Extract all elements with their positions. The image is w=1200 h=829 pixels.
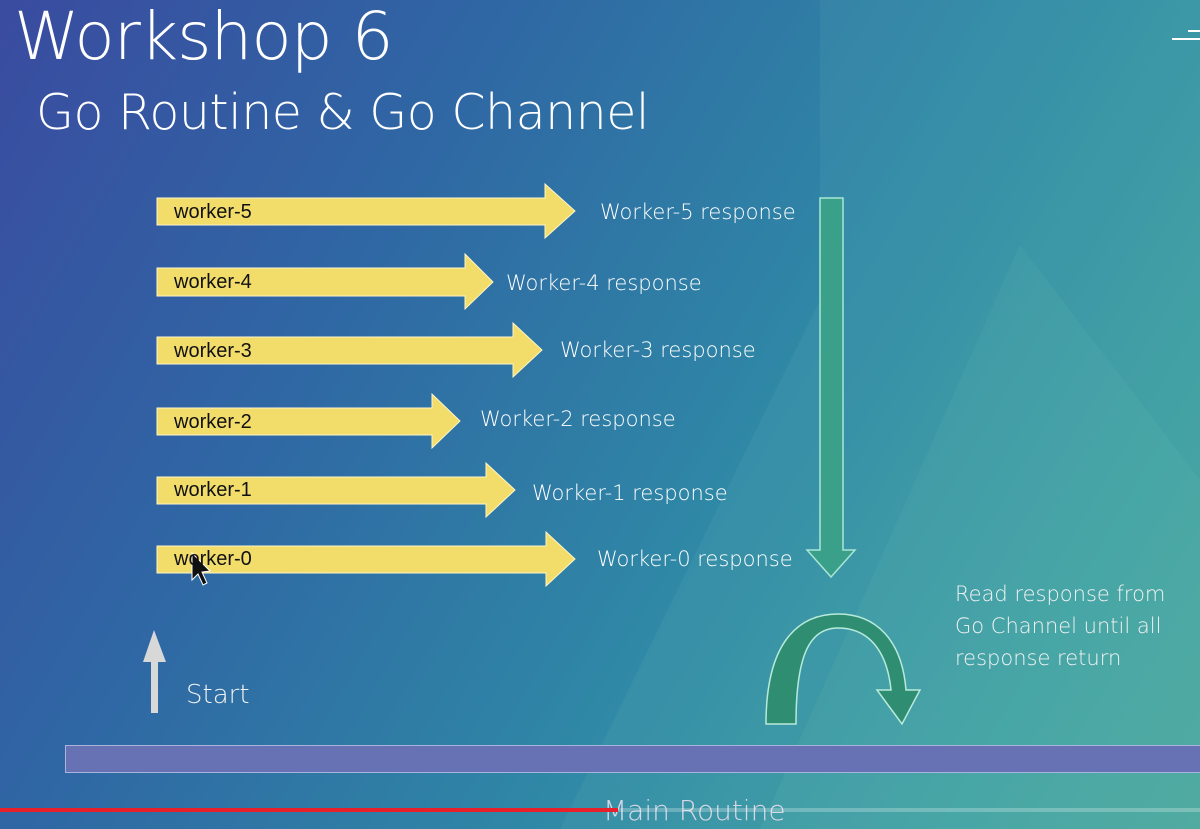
start-label: Start — [186, 680, 250, 710]
slide-subtitle: Go Routine & Go Channel — [36, 84, 650, 141]
worker-label-5: worker-5 — [174, 201, 252, 223]
worker-arrow-5 — [156, 182, 576, 240]
worker-label-0: worker-0 — [174, 548, 252, 570]
read-loop-arrow — [765, 613, 922, 726]
video-progress-fill[interactable] — [0, 808, 618, 812]
response-label-4: Worker-4 response — [506, 271, 702, 295]
response-label-1: Worker-1 response — [532, 481, 728, 505]
main-routine-label: Main Routine — [603, 794, 786, 827]
response-label-5: Worker-5 response — [600, 200, 796, 224]
response-label-2: Worker-2 response — [480, 407, 676, 431]
mouse-cursor-icon — [191, 551, 212, 586]
worker-arrow-1 — [156, 461, 516, 519]
response-label-0: Worker-0 response — [597, 547, 793, 571]
channel-down-arrow — [805, 197, 857, 579]
start-up-arrow — [143, 630, 166, 713]
worker-arrow-3 — [156, 321, 543, 379]
worker-label-3: worker-3 — [174, 340, 252, 362]
response-label-3: Worker-3 response — [560, 338, 756, 362]
worker-label-4: worker-4 — [174, 271, 252, 293]
corner-logo-icon — [1172, 30, 1200, 40]
slide-title: Workshop 6 — [14, 0, 394, 75]
worker-arrow-0 — [156, 530, 576, 588]
worker-label-2: worker-2 — [174, 411, 252, 433]
worker-arrow-4 — [156, 252, 494, 311]
worker-label-1: worker-1 — [174, 479, 252, 501]
read-response-note: Read response from Go Channel until all … — [955, 582, 1166, 670]
main-routine-bar — [65, 745, 1200, 773]
worker-arrow-2 — [156, 392, 461, 450]
